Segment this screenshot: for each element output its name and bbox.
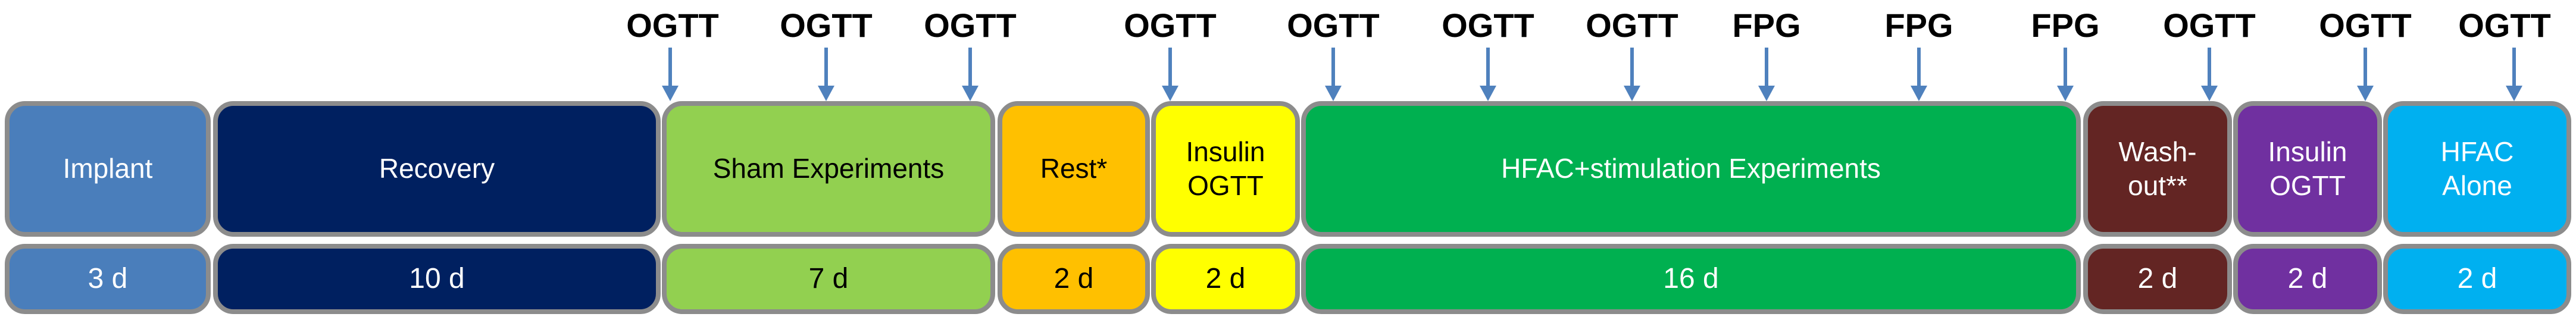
test-label: FPG	[1884, 7, 1953, 44]
down-arrow-icon	[658, 48, 682, 102]
down-arrow-icon	[1620, 48, 1644, 102]
phase-insulin-ogtt-1: Insulin OGTT	[1151, 101, 1300, 237]
duration-insulin-ogtt-2: 2 d	[2233, 244, 2382, 314]
test-label: OGTT	[1586, 7, 1678, 44]
test-label: OGTT	[626, 7, 719, 44]
down-arrow-icon	[1321, 48, 1345, 102]
down-arrow-icon	[1158, 48, 1182, 102]
duration-rest: 2 d	[998, 244, 1150, 314]
test-label: FPG	[2031, 7, 2100, 44]
test-label: OGTT	[2319, 7, 2412, 44]
duration-hfac-alone: 2 d	[2383, 244, 2571, 314]
phase-insulin-ogtt-2: Insulin OGTT	[2233, 101, 2382, 237]
test-label: OGTT	[1287, 7, 1380, 44]
phase-recovery: Recovery	[213, 101, 661, 237]
phase-sham-experiments: Sham Experiments	[662, 101, 995, 237]
test-label: OGTT	[1124, 7, 1217, 44]
test-label: OGTT	[780, 7, 873, 44]
phase-rest: Rest*	[998, 101, 1150, 237]
down-arrow-icon	[1907, 48, 1931, 102]
duration-sham-experiments: 7 d	[662, 244, 995, 314]
duration-hfac-stimulation-experiments: 16 d	[1301, 244, 2081, 314]
test-label: OGTT	[924, 7, 1017, 44]
down-arrow-icon	[958, 48, 982, 102]
down-arrow-icon	[1476, 48, 1500, 102]
test-label: FPG	[1732, 7, 1801, 44]
duration-insulin-ogtt-1: 2 d	[1151, 244, 1300, 314]
phase-hfac-alone: HFAC Alone	[2383, 101, 2571, 237]
duration-wash-out: 2 d	[2083, 244, 2232, 314]
down-arrow-icon	[2502, 48, 2526, 102]
test-label: OGTT	[2163, 7, 2256, 44]
down-arrow-icon	[2053, 48, 2077, 102]
down-arrow-icon	[1755, 48, 1778, 102]
phase-wash-out: Wash-out**	[2083, 101, 2232, 237]
down-arrow-icon	[814, 48, 838, 102]
duration-implant: 3 d	[5, 244, 211, 314]
duration-recovery: 10 d	[213, 244, 661, 314]
down-arrow-icon	[2197, 48, 2221, 102]
test-label: OGTT	[1442, 7, 1534, 44]
phase-hfac-stimulation-experiments: HFAC+stimulation Experiments	[1301, 101, 2081, 237]
down-arrow-icon	[2353, 48, 2377, 102]
phase-implant: Implant	[5, 101, 211, 237]
test-label: OGTT	[2458, 7, 2551, 44]
